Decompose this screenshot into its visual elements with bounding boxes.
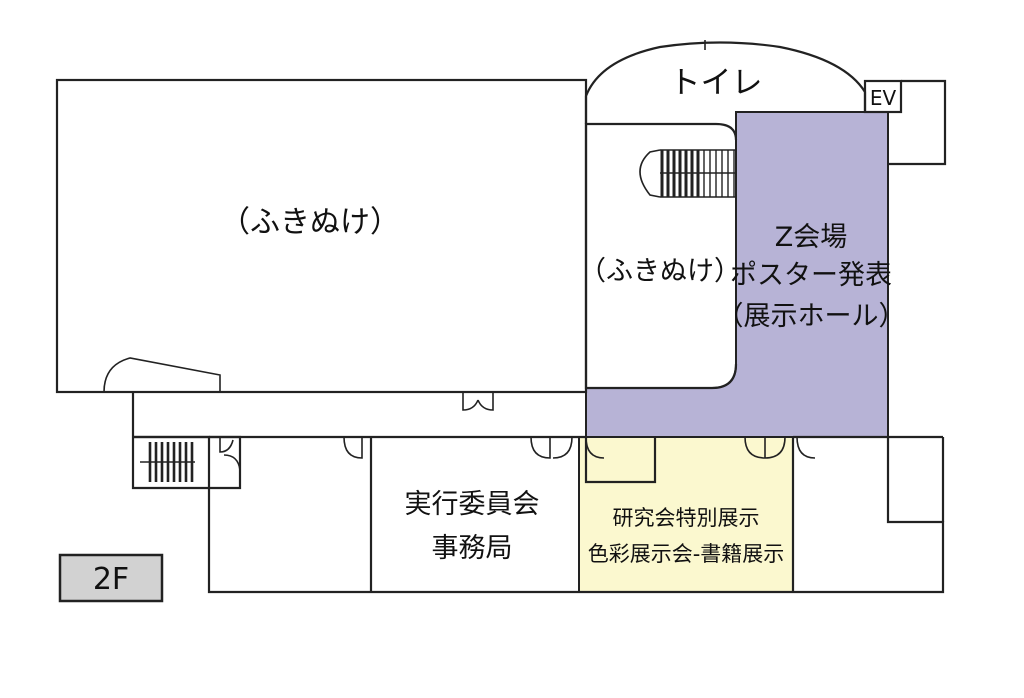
venue-z-label-1: Z会場 [775,222,848,253]
elevator-shaft [888,79,947,166]
stairs-lower [140,442,195,482]
exhibition-label-2: 色彩展示会-書籍展示 [588,542,785,566]
exhibition-label-1: 研究会特別展示 [613,506,760,530]
exhibition-area[interactable] [578,436,794,593]
venue-z-label-3: （展示ホール） [717,301,906,332]
door-arcs [103,357,816,471]
atrium-small [584,122,738,390]
office-label-1: 実行委員会 [405,489,540,520]
floor-badge [58,553,164,603]
elevator-label: EV [870,86,897,110]
atrium-small-label: （ふきぬけ） [579,256,741,287]
corridor-outline [131,392,945,594]
office-label-2: 事務局 [432,533,513,564]
exhibition-inner-wall [584,437,657,484]
toilet-label: トイレ [670,65,763,101]
toilet-room [584,41,867,124]
floor-badge-label: 2F [93,562,129,597]
elevator-box [863,79,903,114]
stairs-upper [639,149,736,198]
stair-side-room [209,435,242,490]
atrium-large-label: （ふきぬけ） [220,205,400,240]
venue-z-label-2: ポスター発表 [730,260,892,291]
